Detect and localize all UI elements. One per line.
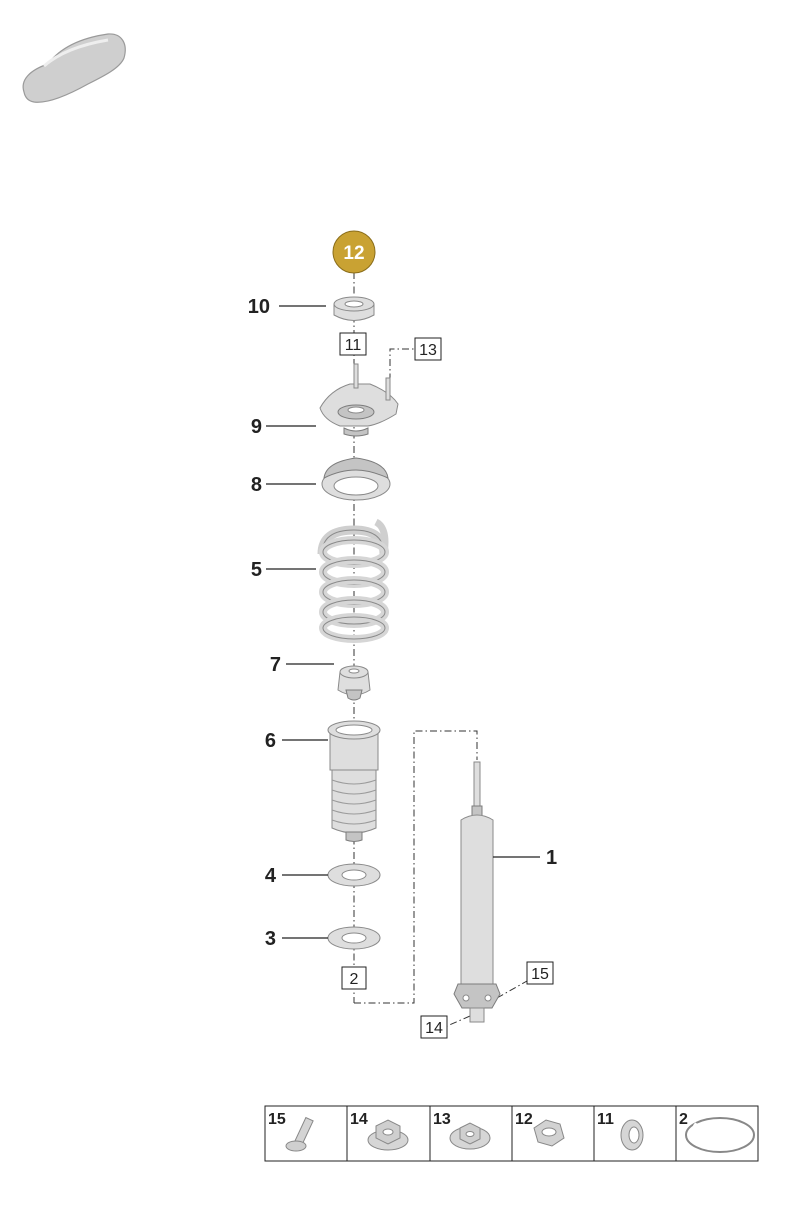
- part-5-coil-spring: [317, 518, 389, 643]
- part-1-shock-absorber: [453, 761, 501, 1023]
- svg-text:6: 6: [265, 730, 276, 752]
- hex-nut-icon: [533, 1119, 565, 1147]
- part-7-bump-stop: [337, 665, 371, 701]
- callout-4[interactable]: 4: [265, 865, 328, 887]
- svg-text:13: 13: [433, 1111, 451, 1128]
- circlip-icon: [685, 1117, 755, 1153]
- boxed-ref-15[interactable]: 15: [526, 961, 554, 985]
- callout-6[interactable]: 6: [265, 730, 328, 752]
- axis-branch-14: [446, 1015, 471, 1027]
- svg-text:7: 7: [270, 654, 281, 676]
- bolt-icon: [285, 1116, 314, 1152]
- highlight-label: 12: [343, 243, 364, 264]
- callout-3[interactable]: 3: [265, 928, 328, 950]
- boxed-ref-2[interactable]: 2: [341, 966, 367, 990]
- washer-nut-icon: [449, 1122, 491, 1150]
- boxed-ref-13[interactable]: 13: [414, 337, 442, 361]
- boxed-ref-14[interactable]: 14: [420, 1015, 448, 1039]
- svg-text:14: 14: [425, 1020, 443, 1037]
- svg-text:2: 2: [350, 971, 359, 988]
- highlight-circle: [332, 230, 376, 274]
- strip-cell-11[interactable]: 11: [597, 1111, 644, 1151]
- svg-text:10: 10: [248, 296, 270, 318]
- svg-text:3: 3: [265, 928, 276, 950]
- svg-text:11: 11: [597, 1111, 614, 1128]
- strip-cell-14[interactable]: 14: [350, 1111, 409, 1151]
- svg-text:12: 12: [515, 1111, 533, 1128]
- part-10-nut: [333, 296, 375, 321]
- part-8-spring-seat: [321, 457, 391, 501]
- parts-strip: 15 14 13 12: [264, 1105, 759, 1162]
- svg-text:14: 14: [350, 1111, 368, 1128]
- strip-cell-12[interactable]: 12: [515, 1111, 565, 1147]
- callout-10[interactable]: 10: [248, 296, 326, 318]
- svg-text:8: 8: [251, 474, 262, 496]
- callout-8[interactable]: 8: [251, 474, 316, 496]
- callout-5[interactable]: 5: [251, 559, 316, 581]
- hex-flange-nut-icon: [367, 1119, 409, 1151]
- svg-text:4: 4: [265, 865, 277, 887]
- part-4-washer: [327, 863, 381, 887]
- svg-text:9: 9: [251, 416, 262, 438]
- callout-7[interactable]: 7: [270, 654, 334, 676]
- highlight-marker-12[interactable]: 12: [332, 230, 376, 274]
- svg-text:11: 11: [345, 337, 362, 354]
- part-6-dust-boot: [327, 720, 381, 842]
- svg-text:13: 13: [419, 342, 437, 359]
- svg-text:5: 5: [251, 559, 262, 581]
- boxed-ref-11[interactable]: 11: [339, 332, 367, 356]
- svg-text:15: 15: [531, 966, 549, 983]
- axis-branch-15: [496, 980, 528, 999]
- callout-9[interactable]: 9: [251, 416, 316, 438]
- axis-link-line: [354, 730, 478, 1004]
- part-9-top-mount: [319, 363, 399, 437]
- strip-cell-15[interactable]: 15: [268, 1111, 314, 1152]
- svg-text:15: 15: [268, 1111, 286, 1128]
- part-3-washer: [327, 926, 381, 950]
- axis-branch-13: [389, 348, 415, 395]
- strip-cell-13[interactable]: 13: [433, 1111, 491, 1150]
- spacer-ring-icon: [620, 1119, 644, 1151]
- svg-text:2: 2: [679, 1111, 688, 1128]
- callout-1[interactable]: 1: [493, 847, 557, 869]
- svg-text:1: 1: [546, 847, 557, 869]
- car-silhouette-icon: [22, 33, 126, 103]
- strip-cell-2[interactable]: 2: [679, 1111, 755, 1153]
